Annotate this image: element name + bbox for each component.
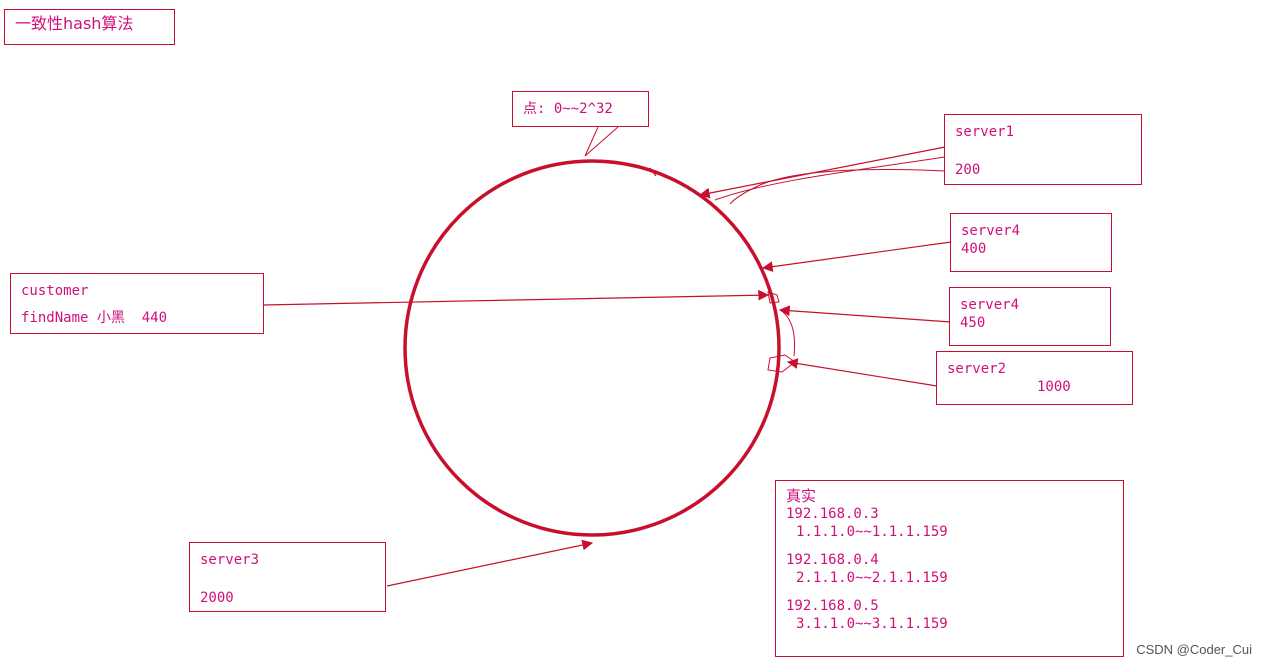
customer-label: customer — [21, 283, 89, 299]
server2-arrow — [786, 358, 938, 387]
server3-name: server3 — [200, 552, 260, 568]
server2-name: server2 — [947, 361, 1007, 377]
server1-scribble-1 — [714, 156, 946, 201]
server2-value: 1000 — [1037, 379, 1071, 395]
real-range-3: 3.1.1.0~~3.1.1.159 — [796, 616, 948, 632]
real-range-2: 2.1.1.0~~2.1.1.159 — [796, 570, 948, 586]
page-title-box: 一致性hash算法 — [4, 9, 175, 45]
server4-400-name: server4 — [961, 223, 1021, 239]
server3-box: server3 2000 — [189, 542, 386, 612]
ring-tick — [649, 167, 657, 177]
server4-450-arrow — [778, 305, 952, 323]
server4-400-box: server4 400 — [950, 213, 1112, 272]
server4-450-box: server4 450 — [949, 287, 1111, 346]
ring-note-pointer — [584, 126, 619, 157]
server1-scribble-2 — [729, 168, 946, 205]
server1-name: server1 — [955, 124, 1015, 140]
server2-point-marker — [767, 354, 796, 373]
server1-box: server1 200 — [944, 114, 1142, 185]
real-ip-2: 192.168.0.4 — [786, 552, 879, 568]
customer-box: customer findName 小黑 440 — [10, 273, 264, 334]
real-ip-1: 192.168.0.3 — [786, 506, 879, 522]
customer-point-marker — [767, 291, 780, 304]
server4-450-scribble — [779, 309, 796, 357]
watermark: CSDN @Coder_Cui — [1136, 642, 1252, 657]
ring-note: 点: 0~~2^32 — [523, 101, 613, 117]
ring-note-box: 点: 0~~2^32 — [512, 91, 649, 127]
server1-arrow — [698, 146, 946, 199]
hash-ring — [403, 159, 781, 537]
server4-400-arrow — [761, 241, 952, 273]
server4-450-name: server4 — [960, 297, 1020, 313]
customer-arrow — [262, 289, 770, 306]
real-range-1: 1.1.1.0~~1.1.1.159 — [796, 524, 948, 540]
real-title: 真实 — [786, 487, 817, 505]
real-mapping-box: 真实 192.168.0.3 1.1.1.0~~1.1.1.159 192.16… — [775, 480, 1124, 657]
server2-box: server2 1000 — [936, 351, 1133, 405]
customer-query: findName 小黑 440 — [21, 310, 168, 326]
page-title: 一致性hash算法 — [15, 14, 134, 33]
server3-value: 2000 — [200, 590, 234, 606]
server4-400-value: 400 — [961, 241, 987, 257]
server4-450-value: 450 — [960, 315, 986, 331]
server3-arrow — [386, 539, 594, 587]
real-ip-3: 192.168.0.5 — [786, 598, 879, 614]
server1-value: 200 — [955, 162, 981, 178]
